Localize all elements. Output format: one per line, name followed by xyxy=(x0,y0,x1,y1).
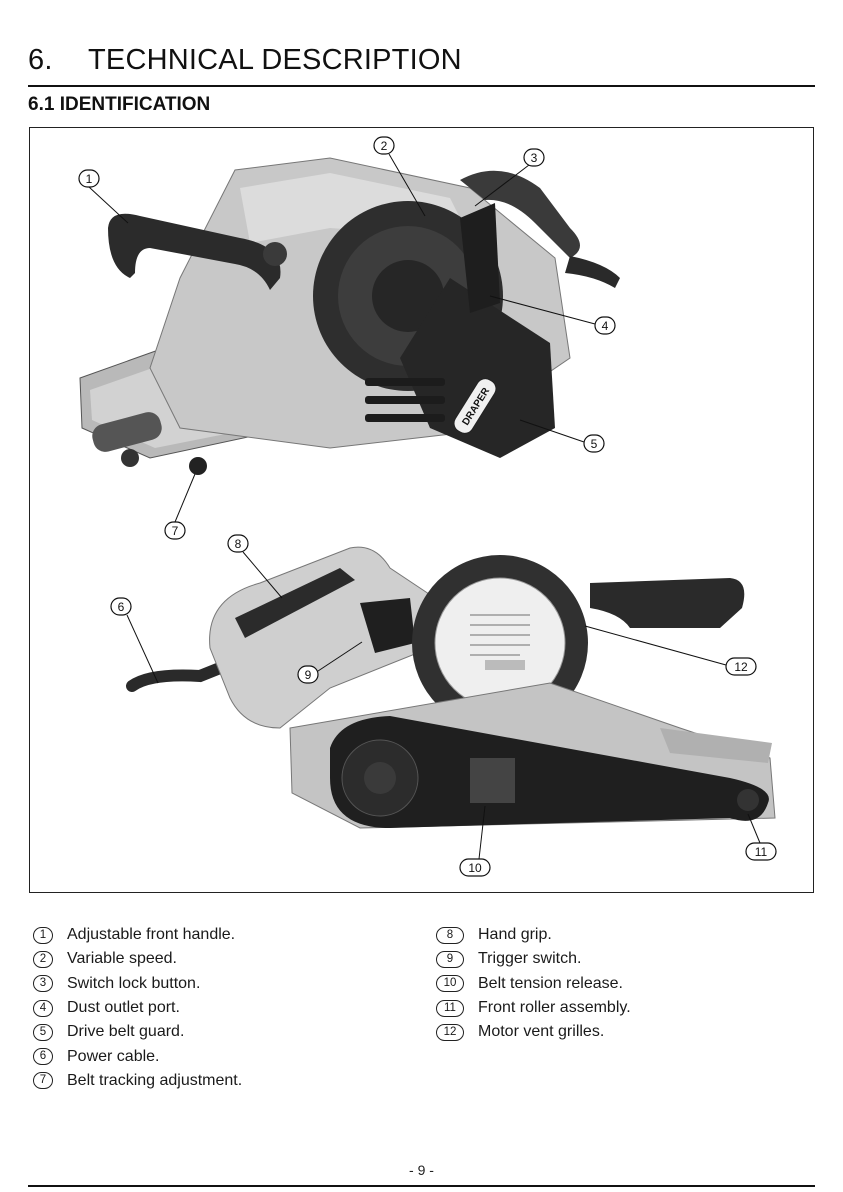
legend-number: 1 xyxy=(33,926,53,944)
svg-text:8: 8 xyxy=(235,537,242,551)
legend-number: 3 xyxy=(33,975,53,993)
callout-4: 4 xyxy=(594,316,616,335)
bottom-rule xyxy=(28,1185,815,1187)
chapter-title: TECHNICAL DESCRIPTION xyxy=(88,44,462,76)
svg-text:6: 6 xyxy=(118,600,125,614)
svg-text:7: 7 xyxy=(172,524,179,538)
callout-3: 3 xyxy=(523,148,545,167)
legend-number: 6 xyxy=(33,1048,53,1066)
legend-item: 4 Dust outlet port. xyxy=(33,996,242,1020)
tension-lever xyxy=(470,758,515,803)
svg-text:10: 10 xyxy=(468,861,482,875)
callout-10: 10 xyxy=(459,858,491,877)
sander-top-view: DRAPER xyxy=(79,157,620,475)
svg-text:12: 12 xyxy=(734,660,748,674)
chapter-number: 6. xyxy=(28,44,53,76)
legend-item: 9 Trigger switch. xyxy=(436,947,631,971)
callout-12: 12 xyxy=(725,657,757,676)
front-handle xyxy=(108,213,281,290)
identification-figure: DRAPER xyxy=(29,127,814,893)
sanding-belt xyxy=(330,716,769,828)
hand-grip xyxy=(235,568,355,638)
legend-item: 8 Hand grip. xyxy=(436,923,631,947)
legend-item: 7 Belt tracking adjustment. xyxy=(33,1069,242,1093)
section-title: 6.1 IDENTIFICATION xyxy=(28,94,211,115)
callout-5: 5 xyxy=(583,434,605,453)
parts-legend-left: 1 Adjustable front handle. 2 Variable spee… xyxy=(33,923,242,1093)
legend-item: 6 Power cable. xyxy=(33,1044,242,1068)
rear-handle xyxy=(460,170,580,258)
parts-legend-right: 8 Hand grip. 9 Trigger switch. 10 Belt tens… xyxy=(436,923,631,1044)
legend-item: 10 Belt tension release. xyxy=(436,972,631,996)
legend-item: 2 Variable speed. xyxy=(33,947,242,971)
drive-belt-guard xyxy=(400,278,555,458)
svg-text:3: 3 xyxy=(531,151,538,165)
belt-sander-illustration: DRAPER xyxy=(78,136,777,877)
page-number: - 9 - xyxy=(409,1162,434,1178)
svg-text:11: 11 xyxy=(755,845,768,859)
callout-6: 6 xyxy=(110,597,132,616)
legend-label: Switch lock button. xyxy=(67,974,201,992)
dust-outlet xyxy=(460,203,500,313)
legend-number: 2 xyxy=(33,950,53,968)
legend-label: Trigger switch. xyxy=(478,950,582,968)
callout-markers: 1 2 3 4 5 6 7 xyxy=(78,136,777,877)
trigger-switch xyxy=(360,598,415,653)
legend-item: 12 Motor vent grilles. xyxy=(436,1020,631,1044)
tracking-knob xyxy=(189,457,207,475)
legend-number: 4 xyxy=(33,999,53,1017)
svg-text:1: 1 xyxy=(86,172,93,186)
callout-2: 2 xyxy=(373,136,395,155)
legend-label: Power cable. xyxy=(67,1047,160,1065)
page-title: 6. TECHNICAL DESCRIPTION xyxy=(28,44,462,77)
callout-8: 8 xyxy=(227,534,249,553)
legend-label: Dust outlet port. xyxy=(67,999,180,1017)
legend-number: 11 xyxy=(436,999,464,1017)
legend-label: Hand grip. xyxy=(478,926,552,944)
legend-label: Drive belt guard. xyxy=(67,1023,185,1041)
legend-item: 5 Drive belt guard. xyxy=(33,1020,242,1044)
svg-text:2: 2 xyxy=(381,139,388,153)
front-roller-assembly xyxy=(737,789,759,811)
sander-side-view xyxy=(126,546,776,829)
legend-number: 12 xyxy=(436,1023,464,1041)
legend-label: Belt tracking adjustment. xyxy=(67,1071,243,1089)
legend-label: Variable speed. xyxy=(67,950,177,968)
legend-label: Adjustable front handle. xyxy=(67,926,236,944)
callout-1: 1 xyxy=(78,169,100,188)
legend-item: 3 Switch lock button. xyxy=(33,972,242,996)
legend-number: 8 xyxy=(436,926,464,944)
title-rule xyxy=(28,85,815,87)
power-cable xyxy=(126,662,226,692)
callout-7: 7 xyxy=(164,521,186,540)
legend-number: 10 xyxy=(436,975,464,993)
legend-number: 7 xyxy=(33,1072,53,1090)
legend-number: 9 xyxy=(436,950,464,968)
callout-9: 9 xyxy=(297,665,319,684)
legend-item: 1 Adjustable front handle. xyxy=(33,923,242,947)
front-roller xyxy=(121,449,139,467)
legend-label: Front roller assembly. xyxy=(478,999,631,1017)
legend-label: Belt tension release. xyxy=(478,974,623,992)
svg-text:9: 9 xyxy=(305,668,312,682)
legend-number: 5 xyxy=(33,1023,53,1041)
legend-item: 11 Front roller assembly. xyxy=(436,996,631,1020)
callout-11: 11 xyxy=(745,842,777,861)
svg-text:4: 4 xyxy=(602,319,609,333)
svg-text:5: 5 xyxy=(591,437,598,451)
legend-label: Motor vent grilles. xyxy=(478,1023,605,1041)
